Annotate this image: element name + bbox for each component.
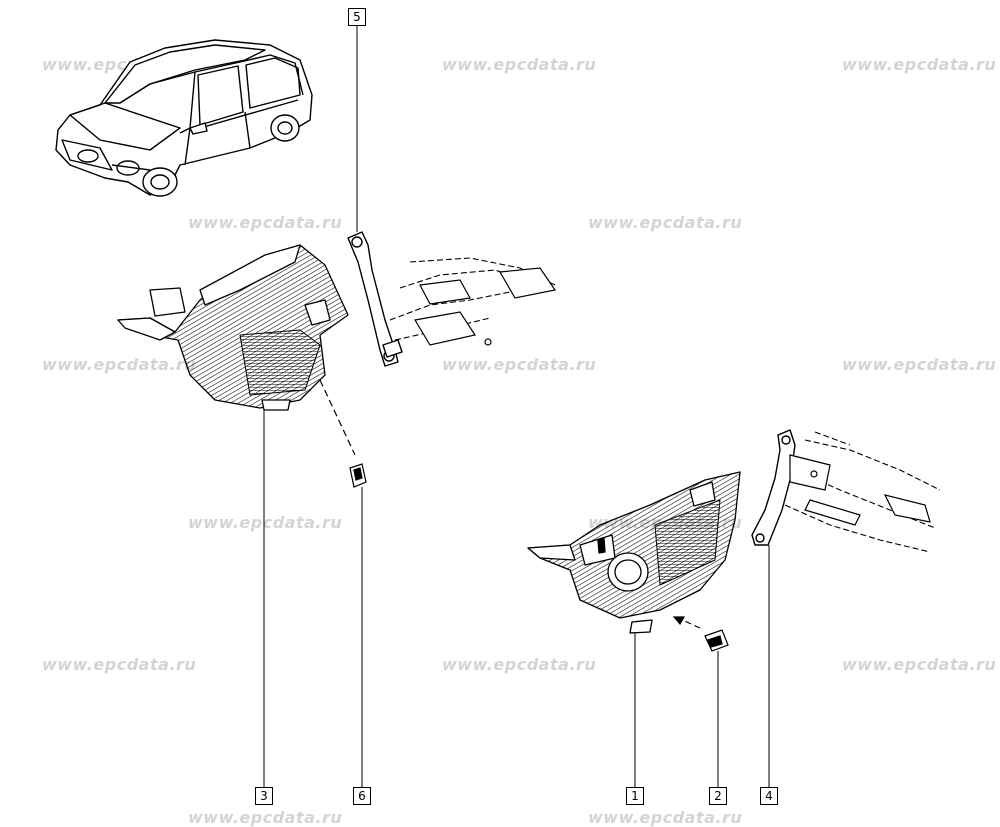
- callout-4: 4: [760, 787, 778, 805]
- watermark: www.epcdata.ru: [442, 355, 597, 374]
- callout-2: 2: [709, 787, 727, 805]
- callout-5: 5: [348, 8, 366, 26]
- watermark: www.epcdata.ru: [842, 355, 997, 374]
- callout-1: 1: [626, 787, 644, 805]
- part-6-clip: [319, 379, 367, 488]
- watermark: www.epcdata.ru: [442, 655, 597, 674]
- watermark: www.epcdata.ru: [842, 55, 997, 74]
- body-section-right-panels: [789, 454, 931, 526]
- body-section-right: [784, 431, 941, 553]
- watermark: www.epcdata.ru: [42, 355, 197, 374]
- part-5-stay-rod: [347, 231, 403, 367]
- callout-3: 3: [255, 787, 273, 805]
- watermark: www.epcdata.ru: [442, 55, 597, 74]
- part-2-clip: [672, 616, 729, 652]
- part-1-shield: [527, 471, 741, 634]
- watermark: www.epcdata.ru: [588, 213, 743, 232]
- car-illustration: [55, 39, 313, 197]
- watermark: www.epcdata.ru: [42, 655, 197, 674]
- watermark: www.epcdata.ru: [188, 213, 343, 232]
- callout-6: 6: [353, 787, 371, 805]
- part-4-stay-rod: [751, 429, 796, 546]
- callout-leaders: [263, 26, 770, 787]
- watermark: www.epcdata.ru: [842, 655, 997, 674]
- part-3-shield: [117, 244, 349, 411]
- watermark: www.epcdata.ru: [188, 513, 343, 532]
- body-section-left-panels: [414, 267, 557, 346]
